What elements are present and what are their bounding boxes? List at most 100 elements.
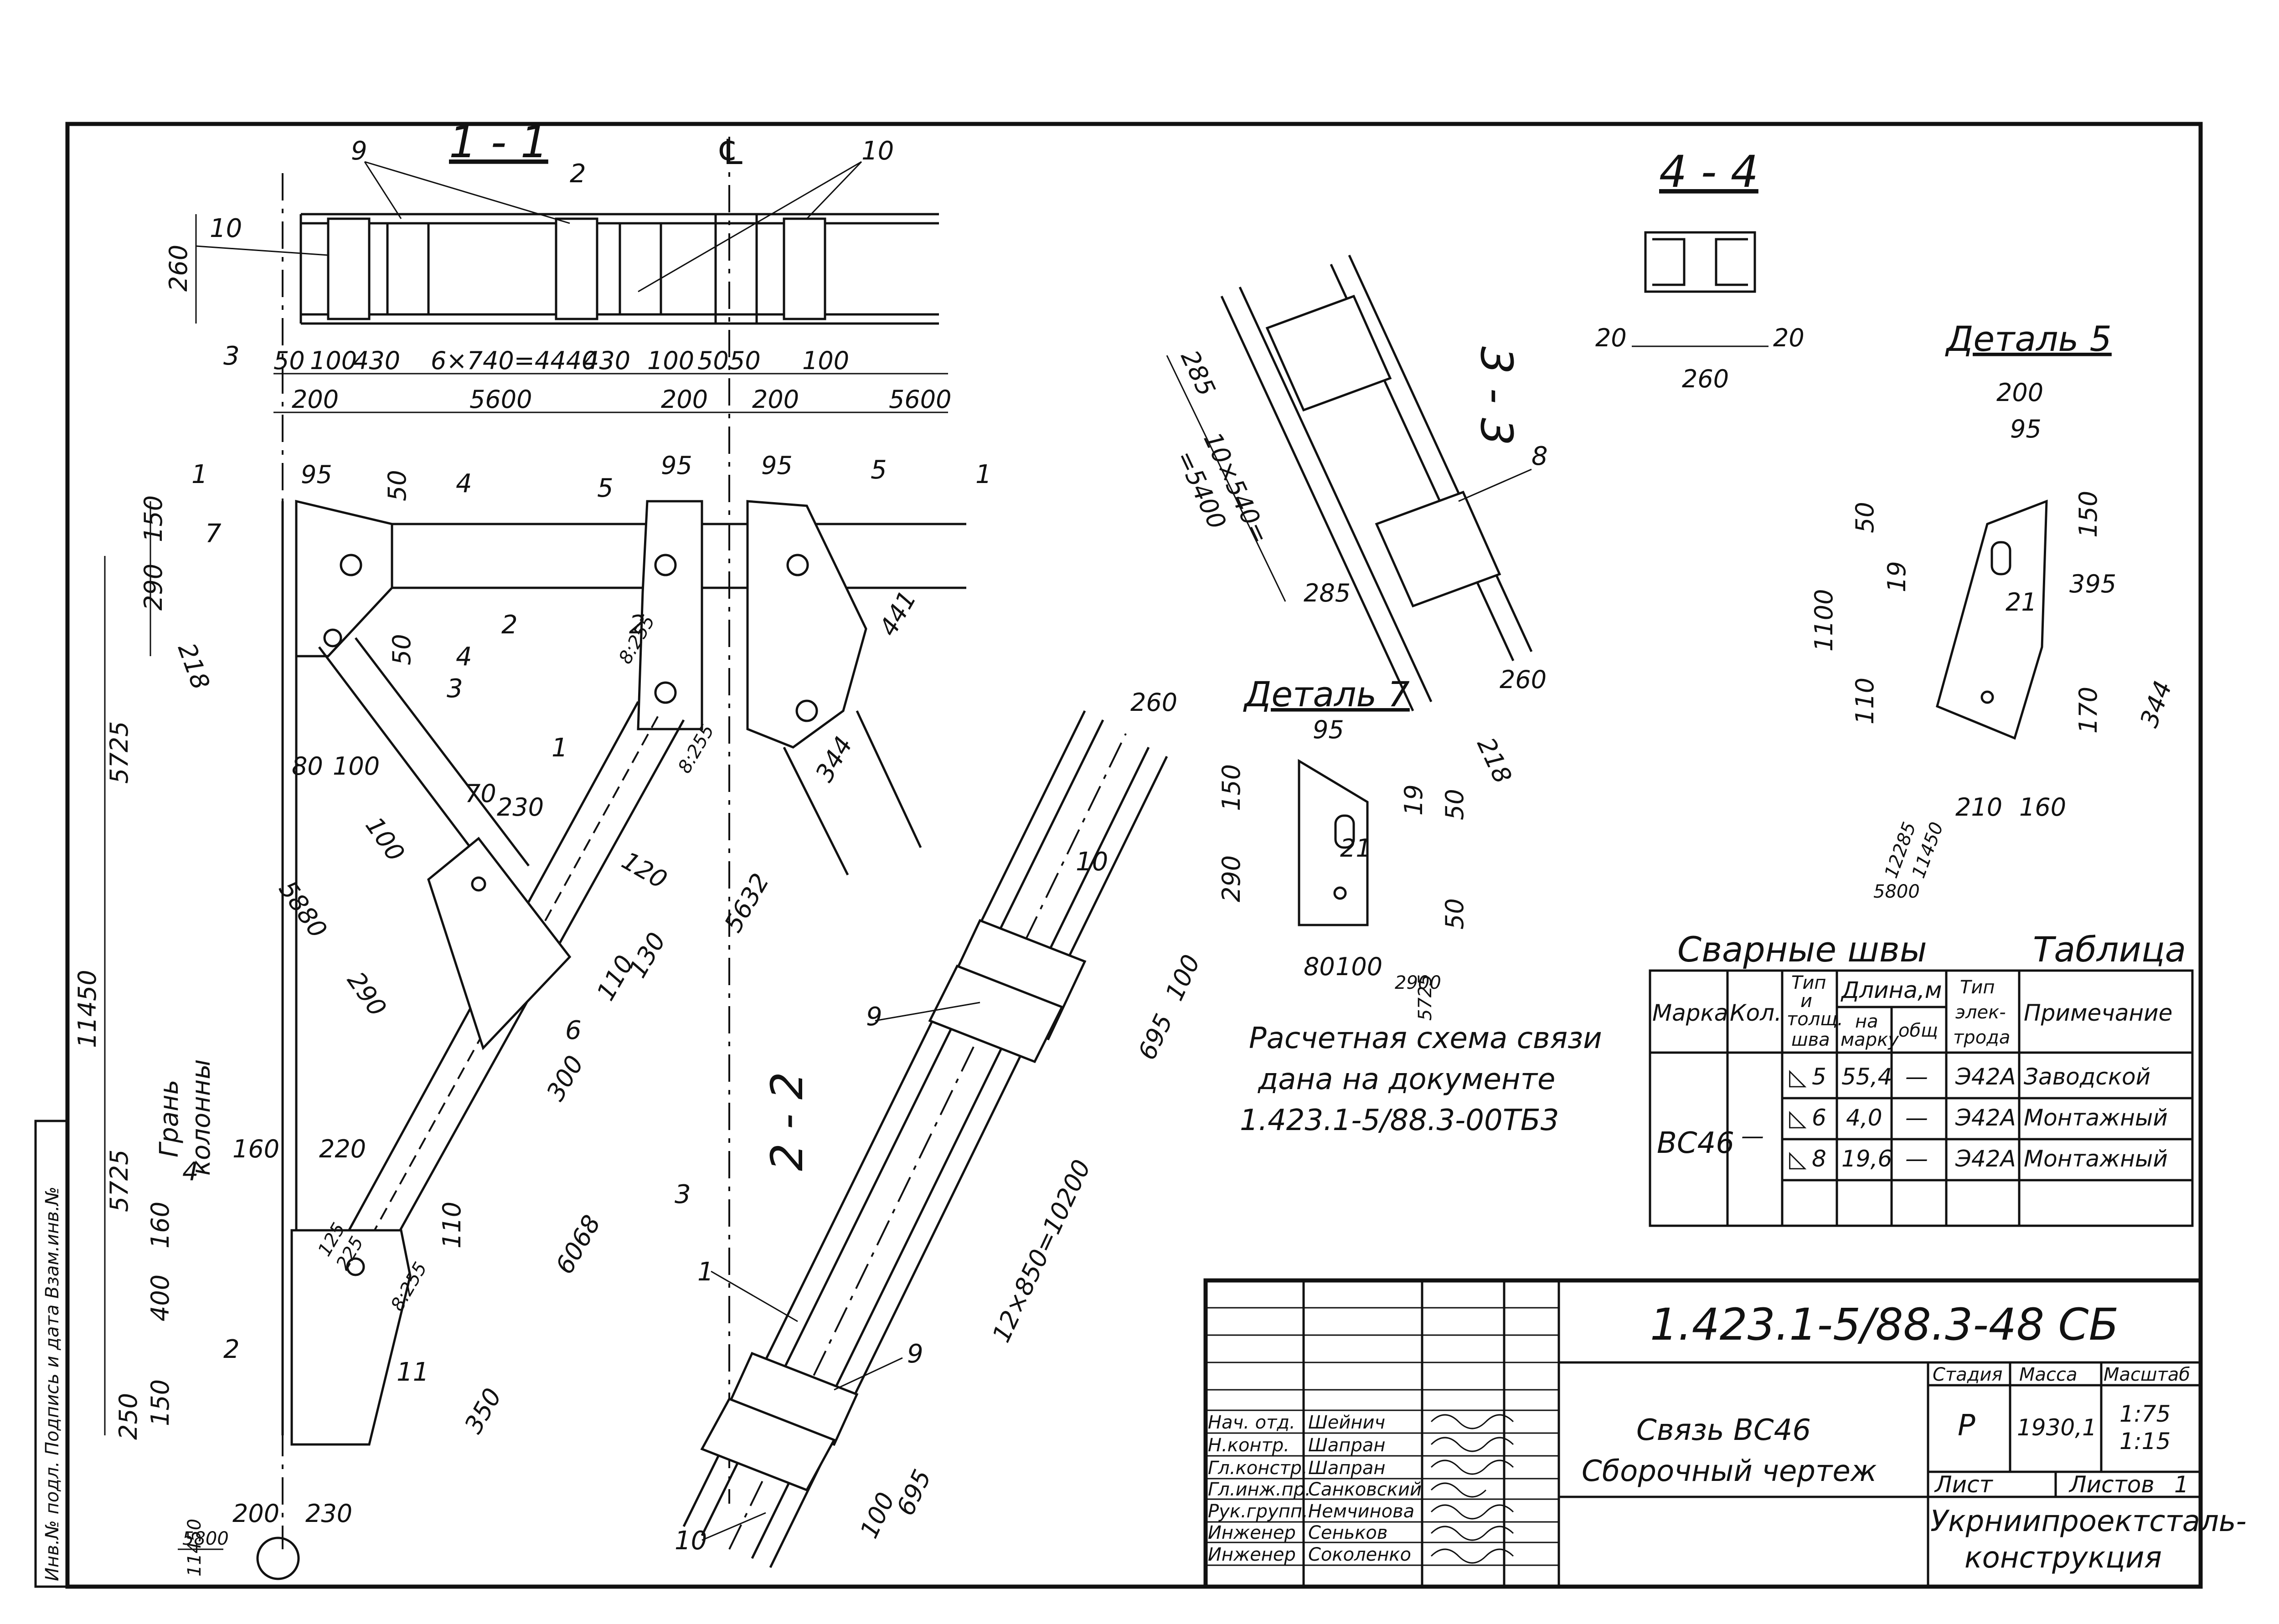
- staff-name: Санковский: [1308, 1479, 1422, 1500]
- dim-1-1-100c: 100: [802, 346, 849, 375]
- weld-type-icon: ◺: [1789, 1064, 1807, 1090]
- staff-name: Соколенко: [1308, 1544, 1411, 1565]
- dim-80: 80: [292, 752, 323, 781]
- signatures: [1430, 1414, 1514, 1564]
- td-qty: —: [1741, 1123, 1764, 1149]
- th-type-4: шва: [1791, 1029, 1830, 1050]
- d7-50: 50: [1440, 789, 1469, 820]
- row2-weld: 6: [1812, 1105, 1826, 1131]
- mark-10-top-right: 10: [861, 136, 894, 166]
- sheets-label: Листов: [2068, 1471, 2155, 1498]
- dim-1-1-pitch: 6×740=4440: [431, 346, 597, 375]
- d7-frac-bot: 5725: [1415, 974, 1436, 1021]
- dim-250: 250: [114, 1393, 143, 1440]
- mark-5a: 5: [597, 473, 614, 503]
- weld-table: Сварные швы Таблица Марка Кол. Тип и тол…: [1649, 929, 2194, 1227]
- d5-110: 110: [1851, 678, 1879, 725]
- detail-7-view: Деталь 7 95 150 290 19 50 21 50 80 100 2…: [1217, 674, 1469, 1021]
- detail-5-label: Деталь 5: [1945, 319, 2112, 359]
- d5-19: 19: [1882, 561, 1911, 592]
- drawing-frame: [65, 122, 2203, 1589]
- dim-1-1-span1: 5600: [469, 385, 532, 414]
- dim-1-1-50b: 50: [697, 346, 729, 375]
- d5-210: 210: [1955, 793, 2002, 822]
- mark-7: 7: [205, 519, 222, 549]
- dim-400: 400: [146, 1275, 175, 1321]
- organization-1: Укрниипроектсталь-: [1930, 1505, 2247, 1538]
- cut-mark-3b: 3: [675, 1180, 691, 1209]
- dim-110b: 110: [438, 1202, 466, 1249]
- d7-150: 150: [1217, 764, 1246, 811]
- dim-441: 441: [874, 586, 922, 641]
- row3-per-mark: 19,6: [1841, 1146, 1892, 1172]
- dim-1-1-200c: 200: [752, 385, 799, 414]
- mark-6: 6: [565, 1016, 582, 1045]
- section-3-3-label: 3 - 3: [1471, 346, 1522, 446]
- dim-3-3-285a: 285: [1175, 346, 1221, 401]
- sheets-count: 1: [2174, 1471, 2189, 1498]
- dim-95c: 95: [761, 451, 793, 480]
- dim-100: 100: [333, 752, 380, 781]
- stage-header: Стадия: [1933, 1364, 2002, 1385]
- dim-5632: 5632: [719, 869, 775, 937]
- d5-170: 170: [2074, 687, 2103, 734]
- dim-11450: 11450: [73, 970, 102, 1048]
- dim-218: 218: [172, 639, 215, 693]
- dim-1-1-200a: 200: [292, 385, 339, 414]
- staff-name: Шапран: [1308, 1458, 1386, 1479]
- th-total: общ: [1898, 1020, 1938, 1041]
- td-mark: ВС46: [1657, 1126, 1734, 1160]
- scale-header: Масштаб: [2104, 1364, 2190, 1385]
- detail-5-view: Деталь 5 200 95 50 150 1100 19 21 395 11…: [1810, 319, 2177, 902]
- staff-name: Шапран: [1308, 1435, 1386, 1456]
- row3-note: Монтажный: [2024, 1146, 2168, 1172]
- organization-2: конструкция: [1964, 1541, 2162, 1575]
- dim-350: 350: [459, 1383, 507, 1439]
- row1-weld: 5: [1812, 1064, 1826, 1090]
- dim-2-2-100a: 100: [1160, 950, 1206, 1005]
- table-row: ◺ 6 4,0 — Э42А Монтажный: [1789, 1105, 2168, 1131]
- row3-total: —: [1905, 1146, 1928, 1172]
- weld-table-caption: Таблица: [2033, 929, 2186, 970]
- d5-150: 150: [2074, 491, 2103, 538]
- dim-150: 150: [139, 495, 168, 542]
- mark-10-2-2b: 10: [675, 1526, 707, 1556]
- th-length: Длина,м: [1841, 977, 1942, 1003]
- th-per-mark-2: марку: [1841, 1029, 1899, 1050]
- dim-4-4-20b: 20: [1773, 324, 1805, 352]
- dim-5725b: 5725: [105, 1150, 134, 1212]
- th-electrode-1: Тип: [1960, 977, 1995, 998]
- note-line-3: 1.423.1-5/88.3-00ТБ3: [1240, 1104, 1559, 1137]
- th-electrode-2: элек-: [1955, 1002, 2006, 1023]
- th-type-3: толщ.: [1787, 1009, 1843, 1030]
- d5-95: 95: [2010, 415, 2042, 443]
- th-note: Примечание: [2024, 1000, 2172, 1026]
- d5-395: 395: [2069, 570, 2116, 598]
- mark-8: 8: [1531, 442, 1548, 471]
- section-1-1-label: 1 - 1: [449, 117, 548, 168]
- d5-1100: 1100: [1810, 589, 1838, 652]
- scale-value-2: 1:15: [2119, 1428, 2171, 1454]
- mark-10-2-2a: 10: [1076, 847, 1108, 877]
- dim-220: 220: [319, 1135, 366, 1163]
- column-face-label-2: колонны: [186, 1059, 216, 1176]
- staff-role: Гл.инж.пр.: [1208, 1479, 1311, 1500]
- drawing-title-2: Сборочный чертеж: [1582, 1454, 1877, 1488]
- row1-note: Заводской: [2024, 1064, 2150, 1090]
- dim-1-1-100b: 100: [647, 346, 694, 375]
- dim-70: 70: [465, 779, 496, 808]
- dim-3-3-260: 260: [1500, 665, 1547, 694]
- d7-19: 19: [1399, 784, 1428, 816]
- row2-note: Монтажный: [2024, 1105, 2168, 1131]
- d7-95: 95: [1313, 715, 1344, 744]
- column-face-label-1: Грань: [155, 1079, 184, 1157]
- frac-bot: 11450: [184, 1519, 205, 1577]
- mark-2: 2: [501, 610, 518, 640]
- dim-4-4-20a: 20: [1595, 324, 1627, 352]
- dim-1-1-430b: 430: [583, 346, 630, 375]
- row3-electrode: Э42А: [1955, 1146, 2016, 1172]
- mark-9-2-2a: 9: [866, 1002, 882, 1032]
- d7-21: 21: [1340, 834, 1372, 863]
- d5-21: 21: [2006, 588, 2037, 617]
- drawing-code: 1.423.1-5/88.3-48 СБ: [1650, 1299, 2119, 1350]
